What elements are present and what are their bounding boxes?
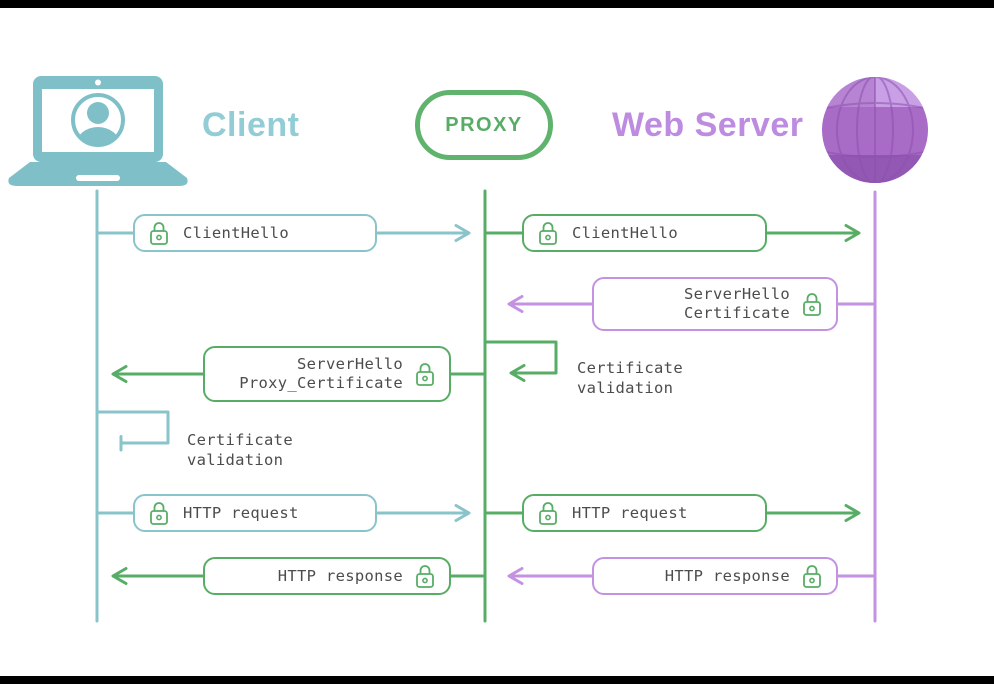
server-actor-label: Web Server [612,106,804,144]
arrowhead-right [844,224,861,242]
message-label: ClientHello [572,224,678,242]
message-box-httprequest-proxy: HTTP request [522,494,767,532]
arrowhead-right [844,504,861,522]
top-letterbox-bar [0,0,994,8]
message-label: HTTP request [183,504,299,522]
client-cert-validation-label: Certificate validation [187,431,293,469]
arrowhead-left [507,567,524,585]
message-label: ServerHello Certificate [684,285,790,322]
arrow-clienthello-proxy-to-server [483,224,861,242]
message-box-clienthello-client: ClientHello [133,214,377,252]
lock-icon [801,563,823,590]
self-loop-proxy-cert-validation [483,340,558,382]
message-box-httprequest-client: HTTP request [133,494,377,532]
proxy-actor-label: PROXY [445,113,523,136]
bottom-letterbox-bar [0,676,994,684]
laptop-webcam [95,79,101,86]
proxy-cert-validation-label: Certificate validation [577,359,683,397]
loop-line [95,410,170,445]
message-label: HTTP response [277,567,403,585]
arrowhead-left [507,295,524,313]
message-label: ServerHello Proxy_Certificate [239,355,403,392]
arrow-httprequest-client-to-proxy [95,504,471,522]
arrow-httpresponse-server-to-proxy [507,567,877,585]
message-box-serverhello-proxycertificate: ServerHello Proxy_Certificate [203,346,451,402]
client-actor-label: Client [202,106,300,144]
arrowhead-right [454,504,471,522]
laptop-notch [76,175,120,181]
lock-icon [414,563,436,590]
arrowhead-right [454,224,471,242]
loop-line [483,340,558,375]
message-box-serverhello-certificate: ServerHello Certificate [592,277,838,331]
globe-gridlines [825,77,925,183]
laptop-user-icon [8,74,188,191]
arrowhead-left [111,365,128,383]
globe-icon [820,75,930,190]
arrowhead-left [111,567,128,585]
arrowhead-left [509,364,526,382]
laptop-base [8,162,188,186]
user-avatar-icon [71,93,125,147]
lock-icon [148,500,170,527]
lock-icon [148,220,170,247]
arrow-httprequest-proxy-to-server [483,504,861,522]
arrow-clienthello-client-to-proxy [95,224,471,242]
arrow-proxycert-proxy-to-client [111,365,487,383]
message-box-httpresponse-server: HTTP response [592,557,838,595]
proxy-actor-badge: PROXY [415,90,553,160]
message-box-httpresponse-proxy: HTTP response [203,557,451,595]
lock-icon [801,291,823,318]
self-loop-client-cert-validation [95,410,170,452]
lock-icon [537,220,559,247]
lock-icon [537,500,559,527]
message-label: HTTP request [572,504,688,522]
message-label: ClientHello [183,224,289,242]
lock-icon [414,361,436,388]
arrow-serverhello-server-to-proxy [507,295,877,313]
message-box-clienthello-proxy: ClientHello [522,214,767,252]
message-label: HTTP response [664,567,790,585]
arrow-httpresponse-proxy-to-client [111,567,487,585]
